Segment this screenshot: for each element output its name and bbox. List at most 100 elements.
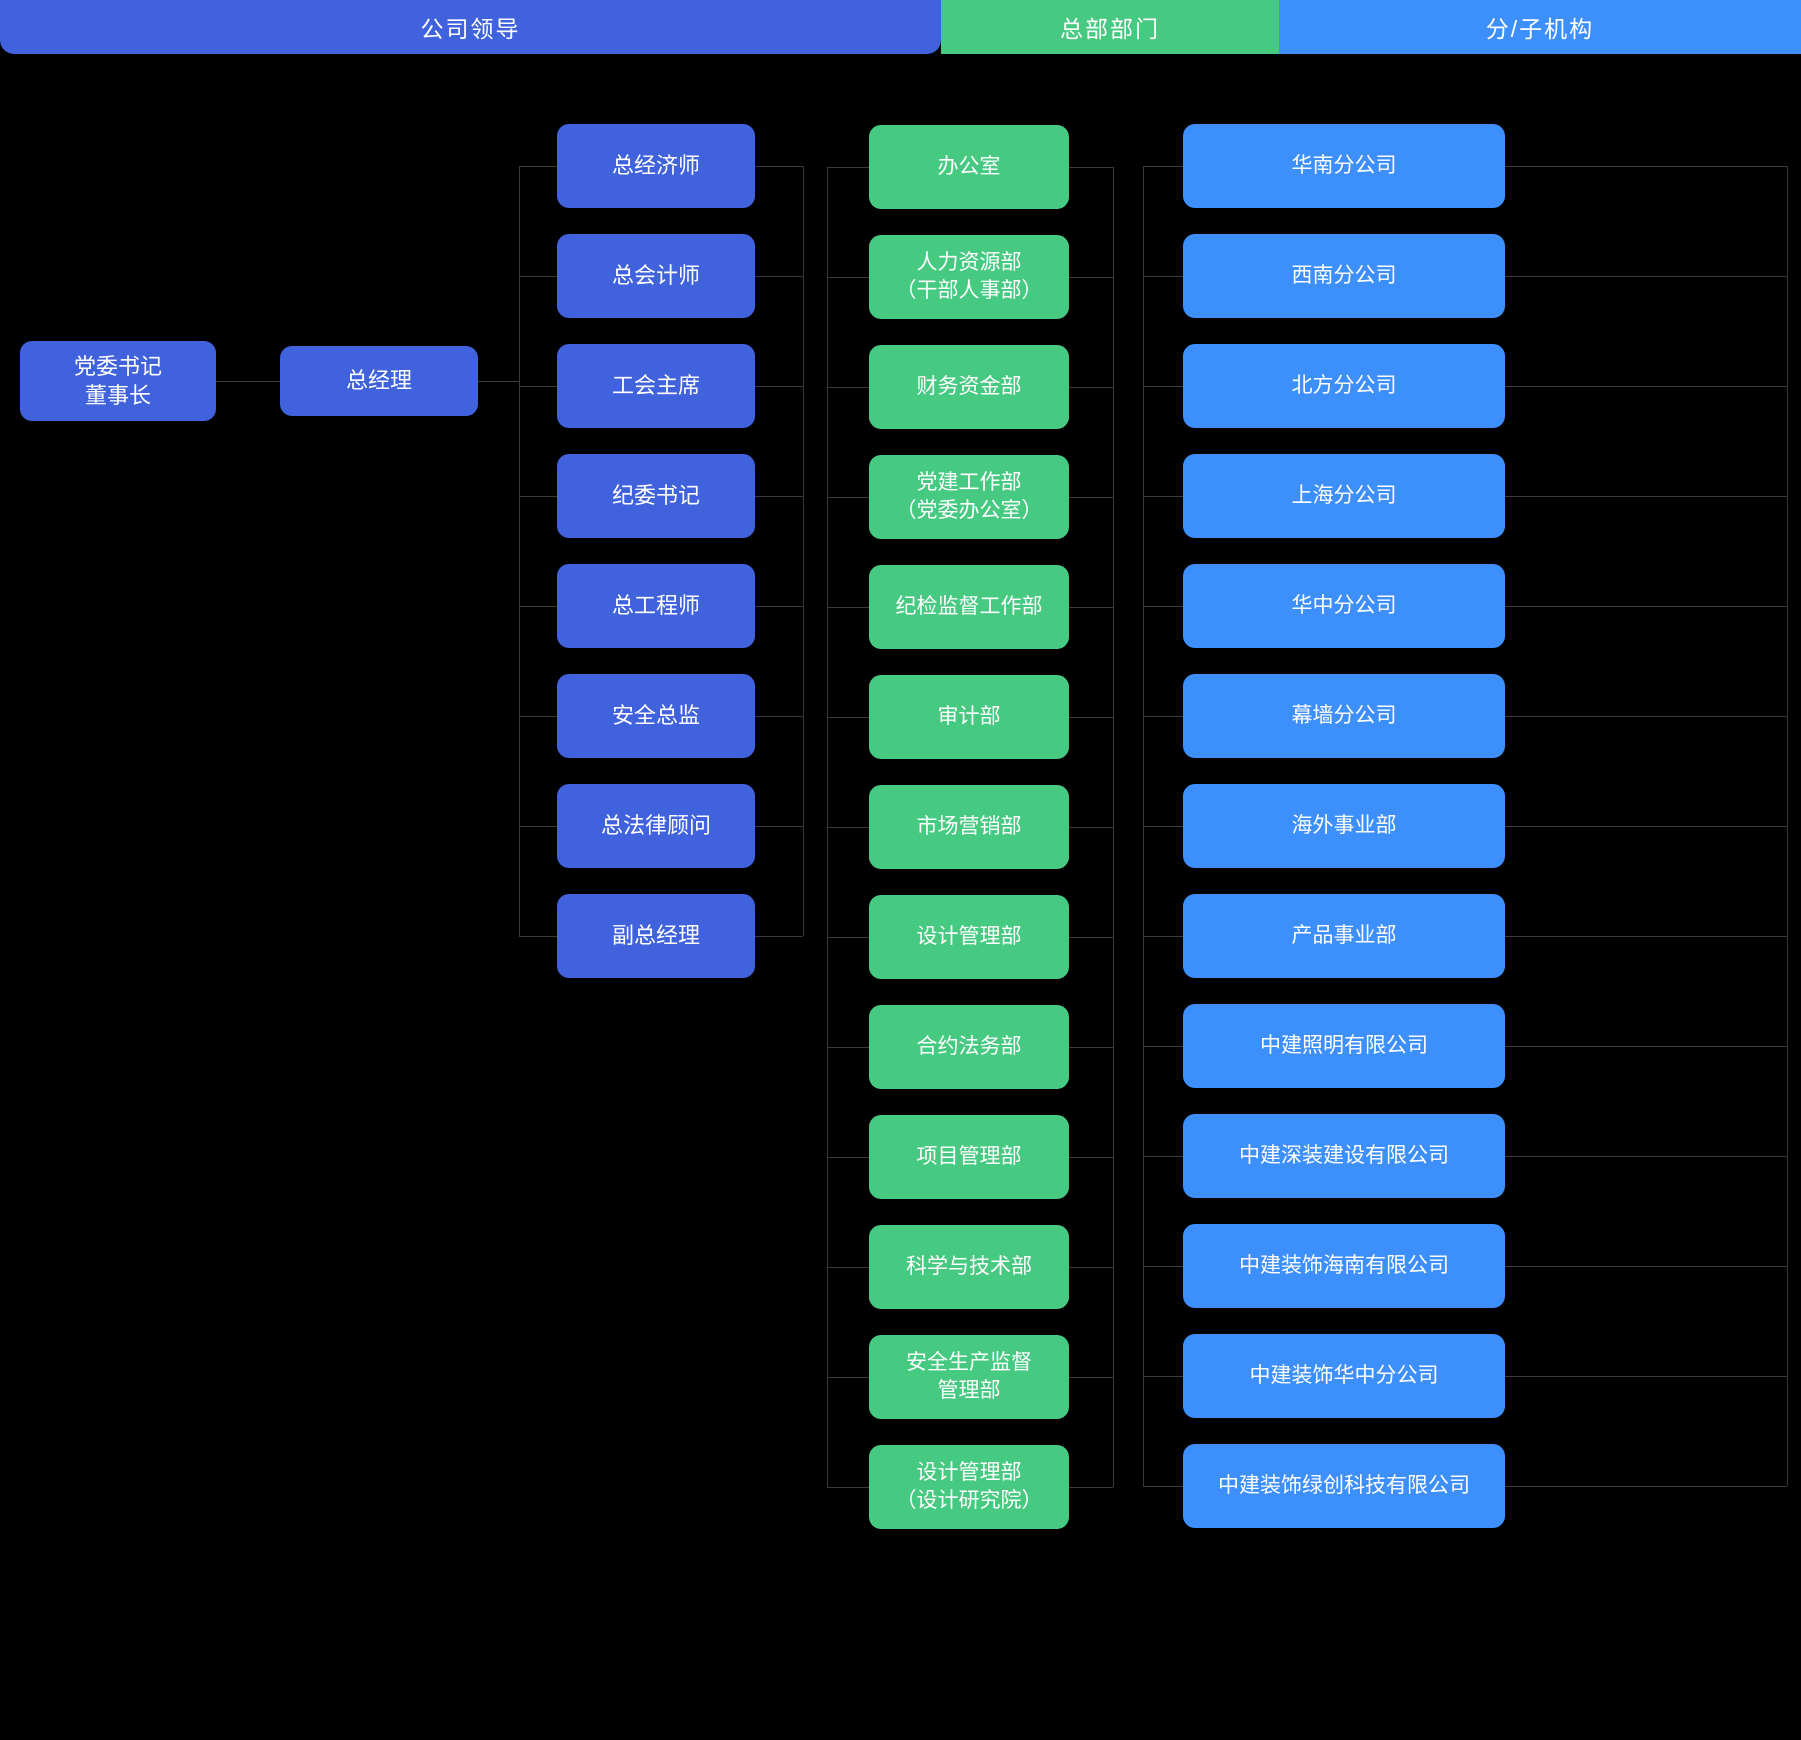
node-branch-6[interactable]: 幕墙分公司 [1183,674,1505,758]
connector-horizontal [1069,1157,1113,1158]
connector-horizontal [1069,1487,1113,1488]
connector-horizontal [755,826,803,827]
connector-horizontal [755,276,803,277]
node-dept-8[interactable]: 设计管理部 [869,895,1069,979]
connector-horizontal [1505,1376,1787,1377]
connector-horizontal [1505,386,1787,387]
connector-horizontal [519,606,557,607]
connector-horizontal [1505,606,1787,607]
connector-horizontal [519,276,557,277]
node-branch-9[interactable]: 中建照明有限公司 [1183,1004,1505,1088]
connector-horizontal [1143,1156,1183,1157]
connector-horizontal [1505,276,1787,277]
connector-horizontal [1069,277,1113,278]
header-company-leaders: 公司领导 [0,0,941,54]
connector-horizontal [519,936,557,937]
connector-horizontal [216,381,280,382]
node-dept-13[interactable]: 设计管理部 （设计研究院） [869,1445,1069,1529]
connector-horizontal [827,167,869,168]
node-branch-2[interactable]: 西南分公司 [1183,234,1505,318]
node-branch-7[interactable]: 海外事业部 [1183,784,1505,868]
node-leader-7[interactable]: 总法律顾问 [557,784,755,868]
node-branch-4[interactable]: 上海分公司 [1183,454,1505,538]
node-branch-10[interactable]: 中建深装建设有限公司 [1183,1114,1505,1198]
connector-horizontal [1069,937,1113,938]
connector-horizontal [519,386,557,387]
connector-horizontal [1505,936,1787,937]
node-dept-12[interactable]: 安全生产监督 管理部 [869,1335,1069,1419]
node-leader-3[interactable]: 工会主席 [557,344,755,428]
node-dept-11[interactable]: 科学与技术部 [869,1225,1069,1309]
connector-horizontal [1143,936,1183,937]
connector-horizontal [827,827,869,828]
node-branch-3[interactable]: 北方分公司 [1183,344,1505,428]
node-branch-12[interactable]: 中建装饰华中分公司 [1183,1334,1505,1418]
connector-horizontal [1143,1046,1183,1047]
connector-horizontal [1069,1047,1113,1048]
connector-horizontal [1143,496,1183,497]
node-general-manager[interactable]: 总经理 [280,346,478,416]
connector-horizontal [827,387,869,388]
node-dept-5[interactable]: 纪检监督工作部 [869,565,1069,649]
node-dept-6[interactable]: 审计部 [869,675,1069,759]
connector-horizontal [1505,1156,1787,1157]
node-dept-3[interactable]: 财务资金部 [869,345,1069,429]
connector-horizontal [755,166,803,167]
connector-vertical [803,166,804,936]
node-dept-7[interactable]: 市场营销部 [869,785,1069,869]
node-branch-1[interactable]: 华南分公司 [1183,124,1505,208]
connector-horizontal [1069,1377,1113,1378]
node-dept-10[interactable]: 项目管理部 [869,1115,1069,1199]
connector-horizontal [1505,166,1787,167]
node-dept-9[interactable]: 合约法务部 [869,1005,1069,1089]
node-leader-5[interactable]: 总工程师 [557,564,755,648]
connector-vertical [1113,167,1114,1487]
connector-horizontal [755,606,803,607]
connector-horizontal [1143,1266,1183,1267]
node-dept-1[interactable]: 办公室 [869,125,1069,209]
node-leader-8[interactable]: 副总经理 [557,894,755,978]
node-dept-2[interactable]: 人力资源部 （干部人事部） [869,235,1069,319]
connector-horizontal [519,716,557,717]
connector-horizontal [1505,716,1787,717]
connector-horizontal [827,1487,869,1488]
node-leader-4[interactable]: 纪委书记 [557,454,755,538]
node-branch-11[interactable]: 中建装饰海南有限公司 [1183,1224,1505,1308]
connector-horizontal [1143,1376,1183,1377]
node-branch-5[interactable]: 华中分公司 [1183,564,1505,648]
connector-horizontal [519,826,557,827]
connector-horizontal [1069,497,1113,498]
connector-vertical [519,166,520,936]
connector-horizontal [1069,607,1113,608]
node-branch-8[interactable]: 产品事业部 [1183,894,1505,978]
connector-horizontal [827,1267,869,1268]
connector-horizontal [1069,717,1113,718]
connector-horizontal [755,936,803,937]
connector-horizontal [1143,606,1183,607]
node-leader-6[interactable]: 安全总监 [557,674,755,758]
connector-horizontal [1069,1267,1113,1268]
node-party-secretary-chairman[interactable]: 党委书记 董事长 [20,341,216,421]
connector-horizontal [1505,1046,1787,1047]
connector-horizontal [755,386,803,387]
connector-horizontal [1069,387,1113,388]
connector-horizontal [1143,166,1183,167]
connector-horizontal [827,717,869,718]
node-leader-1[interactable]: 总经济师 [557,124,755,208]
node-leader-2[interactable]: 总会计师 [557,234,755,318]
connector-horizontal [827,1157,869,1158]
header-branch-entities: 分/子机构 [1279,0,1801,54]
connector-horizontal [827,1047,869,1048]
connector-horizontal [827,1377,869,1378]
connector-horizontal [1069,167,1113,168]
connector-horizontal [1143,386,1183,387]
connector-horizontal [1505,1486,1787,1487]
connector-horizontal [1143,276,1183,277]
node-branch-13[interactable]: 中建装饰绿创科技有限公司 [1183,1444,1505,1528]
column-header-bar: 公司领导 总部部门 分/子机构 [0,0,1801,54]
connector-horizontal [1143,1486,1183,1487]
header-headquarters: 总部部门 [941,0,1279,54]
node-dept-4[interactable]: 党建工作部 （党委办公室） [869,455,1069,539]
connector-horizontal [519,496,557,497]
connector-horizontal [827,607,869,608]
